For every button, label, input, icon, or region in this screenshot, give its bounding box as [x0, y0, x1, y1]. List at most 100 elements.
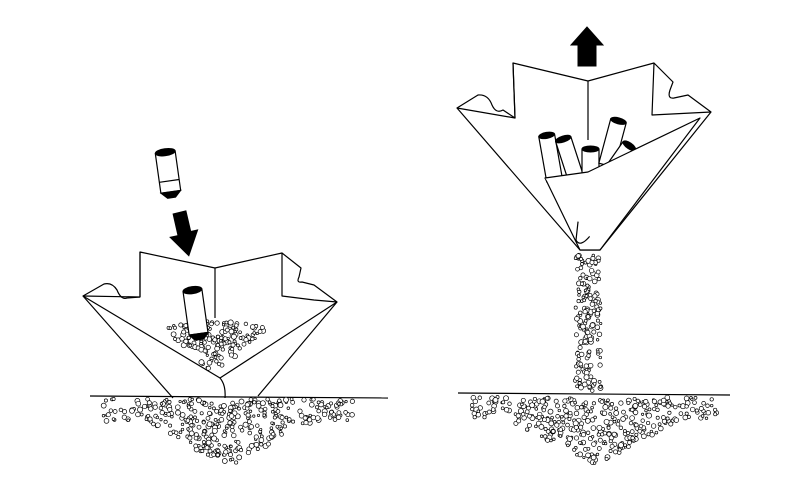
particle	[289, 397, 294, 401]
particle	[279, 415, 285, 420]
particle	[630, 435, 635, 441]
particle	[167, 400, 172, 405]
particle	[108, 408, 114, 413]
particle	[635, 398, 641, 404]
particle	[255, 423, 260, 428]
particle	[212, 406, 216, 411]
particle	[298, 412, 305, 419]
particle	[583, 363, 589, 369]
particle	[248, 424, 254, 430]
particle	[185, 418, 191, 423]
particle	[590, 388, 595, 393]
particle	[667, 410, 672, 415]
particle	[248, 397, 254, 402]
particle	[577, 345, 583, 350]
particle	[578, 310, 583, 315]
particle	[503, 407, 510, 413]
particle	[575, 253, 581, 259]
particle	[205, 353, 209, 357]
particle	[245, 412, 251, 418]
particle	[183, 338, 189, 344]
particle	[287, 417, 292, 422]
particle	[472, 415, 477, 420]
particle	[580, 262, 584, 266]
particle	[204, 445, 210, 451]
particle	[103, 398, 108, 403]
particle	[565, 422, 570, 428]
particle	[550, 415, 554, 420]
particle	[167, 406, 173, 413]
soil-particles-right	[469, 394, 719, 465]
particle	[584, 294, 589, 298]
seed-cartridge-falling	[154, 147, 182, 199]
particle	[566, 435, 573, 442]
funnel-leg-right	[257, 301, 338, 397]
particle	[609, 443, 615, 449]
particle	[620, 416, 626, 422]
particle	[588, 267, 595, 274]
particle	[172, 325, 177, 330]
particle	[237, 346, 242, 351]
particle	[596, 424, 603, 431]
particle	[596, 331, 603, 337]
particle	[189, 401, 194, 406]
particle	[646, 412, 652, 419]
particle	[315, 405, 319, 410]
particle	[227, 340, 232, 345]
particle	[236, 454, 243, 461]
particle	[585, 430, 591, 435]
particle	[532, 396, 537, 402]
particle	[584, 418, 591, 424]
particle	[560, 414, 564, 419]
particle	[220, 411, 225, 416]
particle	[586, 409, 590, 414]
particle	[231, 325, 236, 330]
particle	[290, 400, 296, 405]
particle	[189, 423, 194, 428]
particle	[231, 432, 237, 439]
particle	[243, 321, 249, 327]
particle	[595, 452, 600, 457]
particle	[665, 403, 671, 409]
particle	[618, 442, 624, 449]
particle	[202, 429, 207, 434]
particle	[230, 457, 235, 462]
particle	[262, 413, 266, 418]
particle	[291, 419, 296, 424]
particle	[632, 403, 639, 409]
particle	[632, 396, 637, 401]
particle	[655, 415, 660, 420]
particle	[256, 413, 261, 417]
particle	[214, 359, 219, 364]
particle	[223, 449, 229, 455]
particle	[186, 427, 190, 431]
particle	[557, 408, 561, 413]
particle	[592, 381, 597, 386]
particle	[568, 410, 573, 416]
particle	[260, 400, 266, 407]
particle	[146, 400, 152, 406]
particle	[175, 404, 181, 410]
particle	[187, 435, 193, 441]
particle	[252, 414, 256, 418]
particle	[582, 309, 588, 315]
particle	[101, 414, 106, 418]
particle	[507, 401, 512, 406]
particle	[179, 336, 185, 342]
particle	[158, 405, 164, 411]
particle	[581, 381, 588, 388]
particle	[604, 456, 609, 461]
particle	[238, 336, 243, 340]
particle	[630, 407, 635, 412]
right-figure-removal	[456, 26, 731, 465]
particle	[122, 409, 128, 415]
particle	[577, 293, 581, 297]
particle	[272, 415, 277, 420]
particle	[684, 411, 689, 416]
particle	[616, 419, 621, 423]
particle	[260, 325, 265, 330]
particle	[301, 397, 307, 403]
particle	[188, 343, 193, 348]
particle	[168, 326, 173, 330]
particle	[265, 441, 271, 447]
